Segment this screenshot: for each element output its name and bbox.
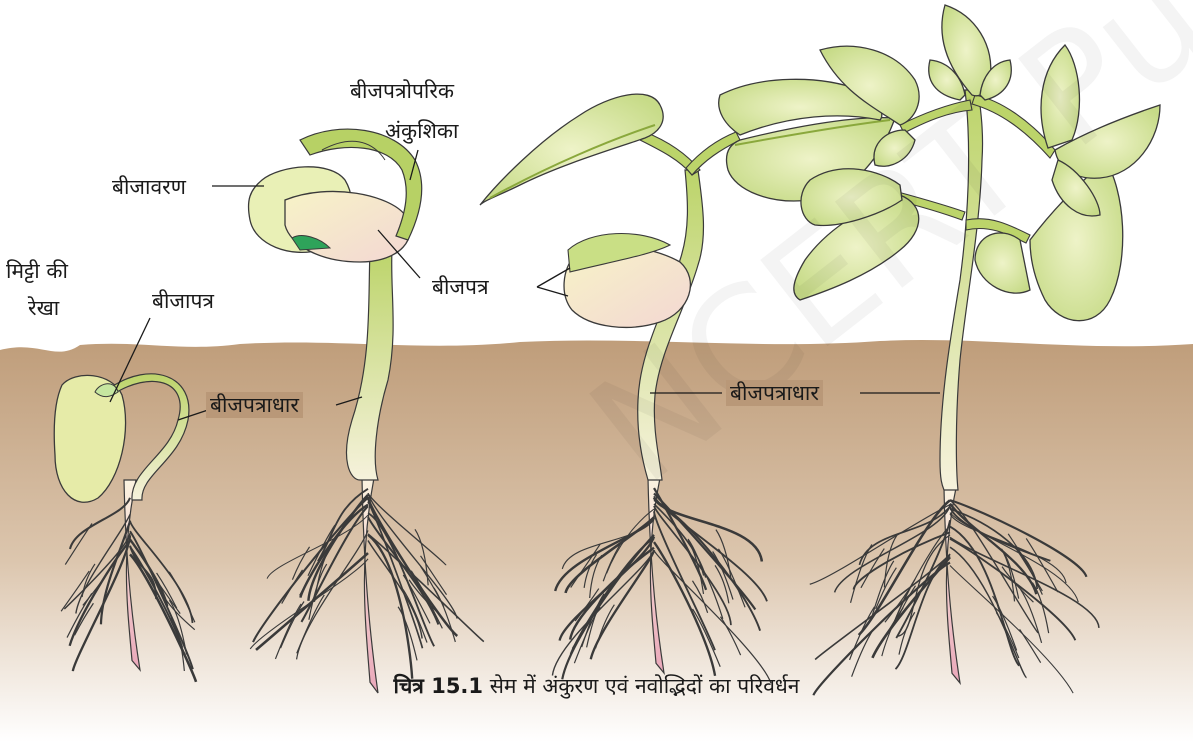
label-soil-line-2: रेखा [28,295,59,321]
label-cotyledon-stage-1: बीजापत्र [152,288,214,314]
label-soil-line-1: मिट्टी की [6,258,68,284]
figure-caption-text: सेम में अंकुरण एवं नवोद्भिदों का परिवर्ध… [490,674,800,698]
label-hypocotyl-stage-3: बीजपत्राधार [726,380,823,406]
label-epicotyl-hook-2: अंकुशिका [385,118,458,144]
figure-caption: चित्र 15.1 सेम में अंकुरण एवं नवोद्भिदों… [0,672,1193,700]
label-epicotyl-hook-1: बीजपत्रोपरिक [350,78,454,104]
label-cotyledon-stage-2: बीजपत्र [432,274,489,300]
label-hypocotyl-stage-1: बीजपत्राधार [206,392,303,418]
label-seed-coat: बीजावरण [112,174,186,200]
figure-number: चित्र 15.1 [394,674,484,698]
